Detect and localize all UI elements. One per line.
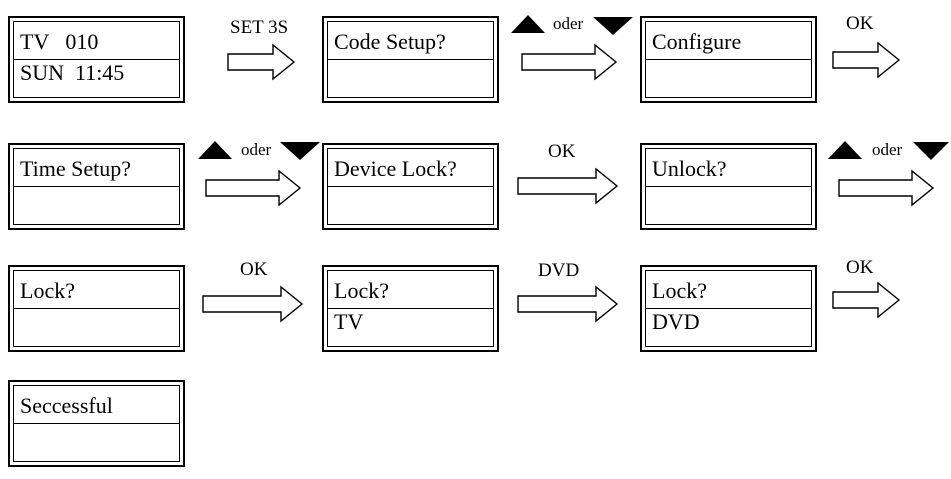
lcd-display-lock-tv: Lock? TV <box>322 265 499 352</box>
lcd-line-2 <box>14 309 179 347</box>
lcd-display-unlock: Unlock? <box>640 143 817 230</box>
lcd-frame: Code Setup? <box>327 21 494 98</box>
right-arrow-icon <box>832 41 901 79</box>
lcd-frame: Lock? TV <box>327 270 494 347</box>
lcd-line-1: Unlock? <box>646 149 811 187</box>
lcd-line-2: SUN 11:45 <box>20 59 125 85</box>
lcd-display-device-lock: Device Lock? <box>322 143 499 230</box>
up-triangle-icon <box>511 15 545 33</box>
lcd-line-2 <box>328 60 493 98</box>
right-arrow-icon <box>517 285 619 323</box>
transition-label-ok: OK <box>240 259 268 280</box>
lcd-line-2 <box>646 60 811 98</box>
transition-label-oder: oder <box>241 140 272 159</box>
lcd-line-1: Device Lock? <box>328 149 493 187</box>
lcd-frame: TV 010 SUN 11:45 <box>13 21 180 98</box>
lcd-line-2 <box>328 187 493 225</box>
lcd-frame: Device Lock? <box>327 148 494 225</box>
lcd-frame: Lock? DVD <box>645 270 812 347</box>
lcd-display-configure: Configure <box>640 16 817 103</box>
up-triangle-icon <box>198 141 232 159</box>
lcd-line-1: Lock? <box>328 271 493 309</box>
lcd-line-2: DVD <box>652 308 700 334</box>
lcd-display-lock: Lock? <box>8 265 185 352</box>
right-arrow-icon <box>838 169 935 207</box>
lcd-line-1: Lock? <box>646 271 811 309</box>
lcd-line-2: TV <box>334 308 364 334</box>
transition-label-ok: OK <box>846 257 874 278</box>
lcd-line-1: Lock? <box>14 271 179 309</box>
lcd-display-tv-010: TV 010 SUN 11:45 <box>8 16 185 103</box>
lcd-line-1: Seccessful <box>14 386 179 424</box>
right-arrow-icon <box>832 281 901 319</box>
right-arrow-icon <box>227 43 296 81</box>
lcd-line-2 <box>646 187 811 225</box>
lcd-frame: Time Setup? <box>13 148 180 225</box>
right-arrow-icon <box>521 43 618 81</box>
lcd-line-1: TV 010 <box>14 22 179 60</box>
down-triangle-icon <box>913 142 949 160</box>
lcd-line-1: Time Setup? <box>14 149 179 187</box>
up-triangle-icon <box>828 141 862 159</box>
transition-label-dvd: DVD <box>538 260 580 281</box>
lcd-frame: Lock? <box>13 270 180 347</box>
right-arrow-icon <box>517 167 619 205</box>
transition-label-ok: OK <box>548 141 576 162</box>
transition-label-set-3s: SET 3S <box>230 17 289 38</box>
down-triangle-icon <box>593 17 633 35</box>
lcd-line-2 <box>14 424 179 462</box>
lcd-line-2 <box>14 187 179 225</box>
lcd-display-lock-dvd: Lock? DVD <box>640 265 817 352</box>
lcd-display-time-setup: Time Setup? <box>8 143 185 230</box>
transition-label-oder: oder <box>553 14 584 33</box>
transition-label-oder: oder <box>872 140 903 159</box>
lcd-frame: Configure <box>645 21 812 98</box>
right-arrow-icon <box>202 285 304 323</box>
lcd-frame: Seccessful <box>13 385 180 462</box>
right-arrow-icon <box>205 169 302 207</box>
lcd-line-1: Code Setup? <box>328 22 493 60</box>
lcd-line-1: Configure <box>646 22 811 60</box>
lcd-display-code-setup: Code Setup? <box>322 16 499 103</box>
down-triangle-icon <box>280 142 320 160</box>
lcd-display-successful: Seccessful <box>8 380 185 467</box>
transition-label-ok: OK <box>846 13 874 34</box>
lcd-frame: Unlock? <box>645 148 812 225</box>
